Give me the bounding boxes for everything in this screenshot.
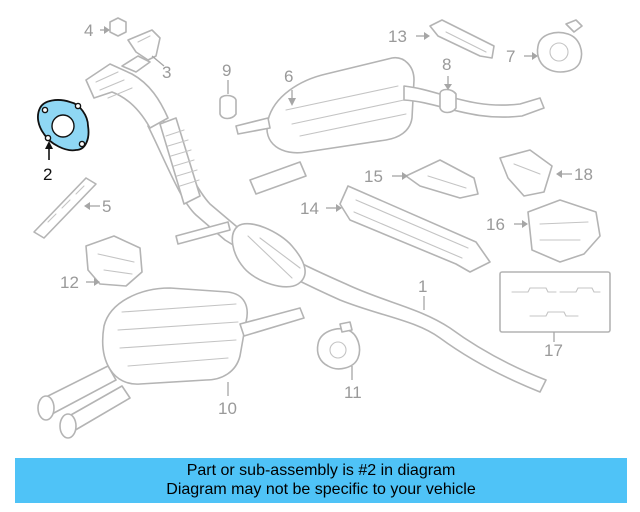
callout-3: 3	[162, 63, 171, 82]
callout-8: 8	[442, 55, 451, 74]
callout-14: 14	[300, 199, 319, 218]
callout-10: 10	[218, 399, 237, 418]
hanger-bracket-3	[127, 29, 165, 67]
callout-6: 6	[284, 67, 293, 86]
label-kit-17	[499, 271, 611, 342]
rubber-mount-9	[219, 80, 237, 120]
callout-15: 15	[364, 167, 383, 186]
heat-shield-14	[326, 185, 491, 273]
callout-2: 2	[43, 165, 52, 184]
bracket-12	[85, 235, 143, 287]
bracket-5	[33, 177, 100, 239]
rear-muffler-10	[37, 287, 305, 439]
callout-5: 5	[102, 197, 111, 216]
callout-17: 17	[544, 341, 563, 360]
callout-9: 9	[222, 61, 231, 80]
nut-4	[100, 17, 127, 37]
rubber-mount-8	[439, 76, 457, 114]
callout-13: 13	[388, 27, 407, 46]
banner-line-1: Part or sub-assembly is #2 in diagram	[186, 462, 456, 479]
exhaust-pipe	[147, 117, 547, 393]
callout-7: 7	[506, 47, 515, 66]
callout-1: 1	[418, 277, 427, 296]
clamp-11	[316, 321, 361, 380]
bracket-16	[514, 199, 601, 263]
callout-18: 18	[574, 165, 593, 184]
info-banner: Part or sub-assembly is #2 in diagram Di…	[15, 458, 627, 503]
downpipe	[85, 55, 169, 129]
callout-11: 11	[344, 383, 362, 402]
bracket-15	[392, 159, 479, 199]
banner-line-2: Diagram may not be specific to your vehi…	[166, 481, 476, 498]
callout-4: 4	[84, 21, 93, 40]
callout-16: 16	[486, 215, 505, 234]
bracket-18	[499, 149, 572, 197]
muffler-6	[235, 56, 545, 195]
gasket-part-2	[37, 99, 90, 160]
callout-12: 12	[60, 273, 79, 292]
clamp-7	[524, 19, 583, 73]
heat-shield-bracket-13	[416, 19, 495, 59]
exhaust-parts-diagram: 2 3 4 5 6 7	[33, 17, 611, 439]
